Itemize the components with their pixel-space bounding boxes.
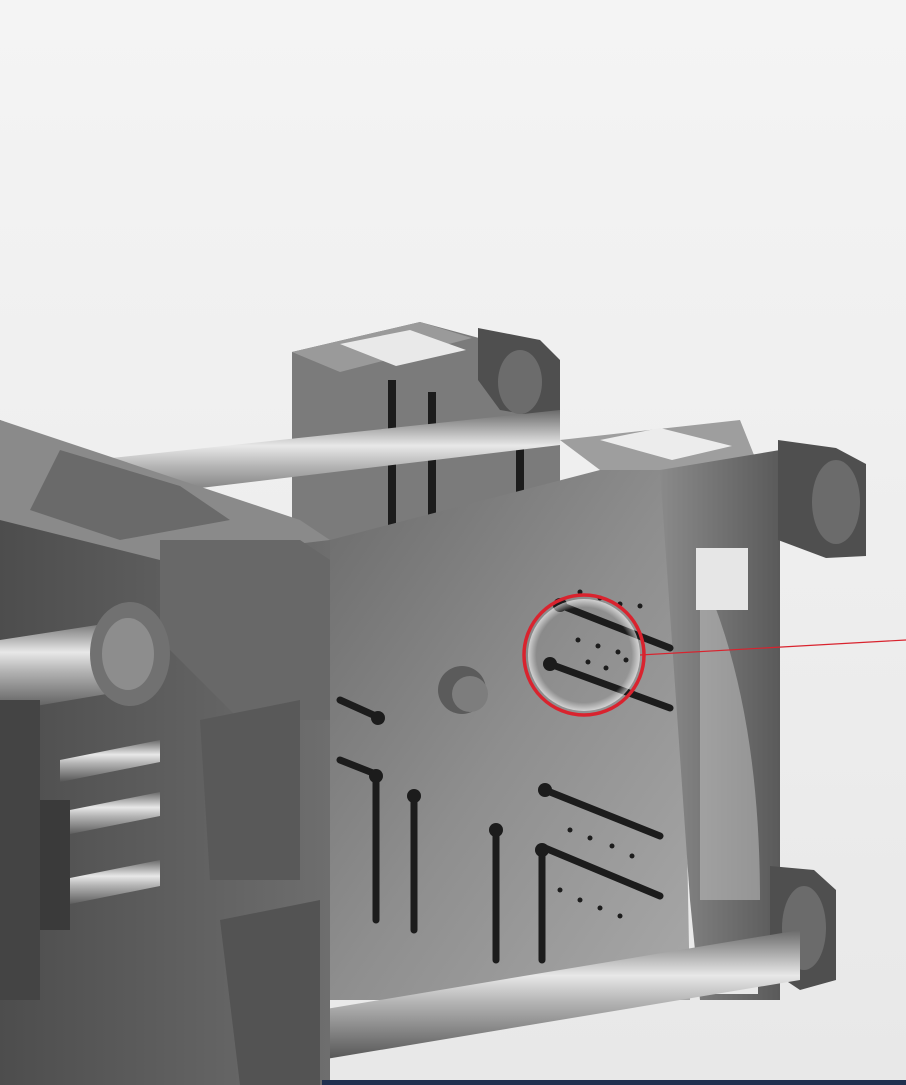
footer-bar [322,1080,906,1085]
stationary-platen [0,420,330,1085]
magnifier-circle-icon [522,593,646,717]
rear-cylinder [478,328,560,420]
front-tie-bar [0,602,170,712]
lower-tie-bar [320,930,800,1060]
ejector-rods [0,700,160,1000]
side-pad [696,548,748,610]
rear-pad [340,330,466,366]
front-pad [600,428,732,460]
callout-leader-line [639,639,906,656]
callout [522,593,906,717]
